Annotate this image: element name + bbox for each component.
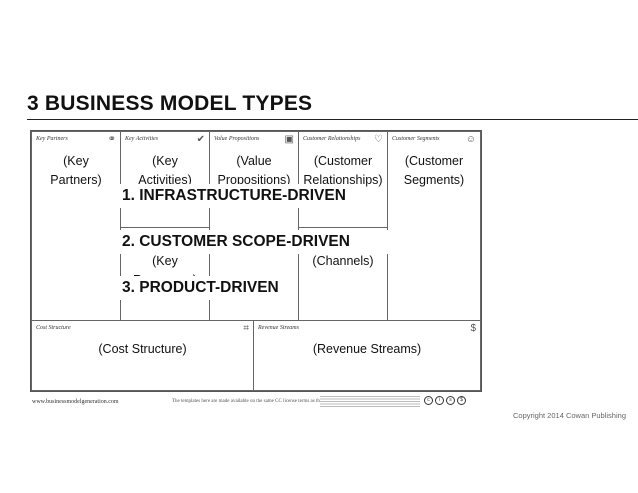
cost-structure-label: (Cost Structure) — [98, 342, 187, 356]
business-model-canvas: Key Partners ⚭ (Key Partners) Key Activi… — [30, 130, 482, 392]
banner-customer-scope-driven: 2. CUSTOMER SCOPE-DRIVEN — [120, 230, 442, 254]
cc-icon: c — [424, 396, 433, 405]
revenue-streams-header: Revenue Streams — [258, 325, 299, 331]
value-propositions-label: (Value Propositions) — [217, 154, 291, 187]
customer-relationships-label: (Customer Relationships) — [303, 154, 383, 187]
key-partners-cell: Key Partners ⚭ (Key Partners) — [31, 131, 121, 321]
people-icon: ☺ — [465, 134, 476, 145]
title-divider — [27, 119, 638, 120]
customer-segments-header: Customer Segments — [392, 136, 440, 142]
canvas-footer-note: The templates here are made available on… — [172, 399, 355, 404]
gift-icon: ▣ — [284, 134, 294, 145]
by-icon: i — [435, 396, 444, 405]
key-partners-label: (Key Partners) — [50, 154, 102, 187]
license-icons: c i s $ — [424, 396, 466, 405]
banner-infrastructure-driven: 1. INFRASTRUCTURE-DRIVEN — [120, 184, 348, 208]
canvas-footer-url: www.businessmodelgeneration.com — [32, 399, 119, 405]
customer-relationships-cell: Customer Relationships ♡ (Customer Relat… — [298, 131, 388, 228]
cost-structure-cell: Cost Structure ⌗ (Cost Structure) — [31, 320, 254, 391]
canvas-fine-print — [320, 396, 420, 408]
key-activities-cell: Key Activities ✔ (Key Activities) — [120, 131, 210, 228]
customer-relationships-header: Customer Relationships — [303, 136, 361, 142]
revenue-streams-label: (Revenue Streams) — [312, 342, 422, 356]
key-activities-label: (Key Activities) — [138, 154, 192, 187]
customer-segments-cell: Customer Segments ☺ (Customer Segments) — [387, 131, 481, 321]
banner-product-driven: 3. PRODUCT-DRIVEN — [120, 276, 281, 300]
key-partners-header: Key Partners — [36, 136, 68, 142]
slide-title: 3 BUSINESS MODEL TYPES — [27, 92, 313, 115]
copyright-notice: Copyright 2014 Cowan Publishing — [513, 411, 626, 420]
money-bag-icon: $ — [470, 323, 476, 334]
key-activities-header: Key Activities — [125, 136, 159, 142]
heart-icon: ♡ — [374, 134, 383, 145]
revenue-streams-cell: Revenue Streams $ (Revenue Streams) — [253, 320, 481, 391]
customer-segments-label: (Customer Segments) — [403, 154, 465, 187]
check-icon: ✔ — [196, 134, 205, 145]
cost-structure-header: Cost Structure — [36, 325, 71, 331]
sa-icon: s — [446, 396, 455, 405]
link-icon: ⚭ — [107, 134, 116, 145]
nc-icon: $ — [457, 396, 466, 405]
tag-icon: ⌗ — [243, 323, 249, 334]
value-propositions-header: Value Propositions — [214, 136, 260, 142]
channels-label: (Channels) — [312, 254, 374, 268]
